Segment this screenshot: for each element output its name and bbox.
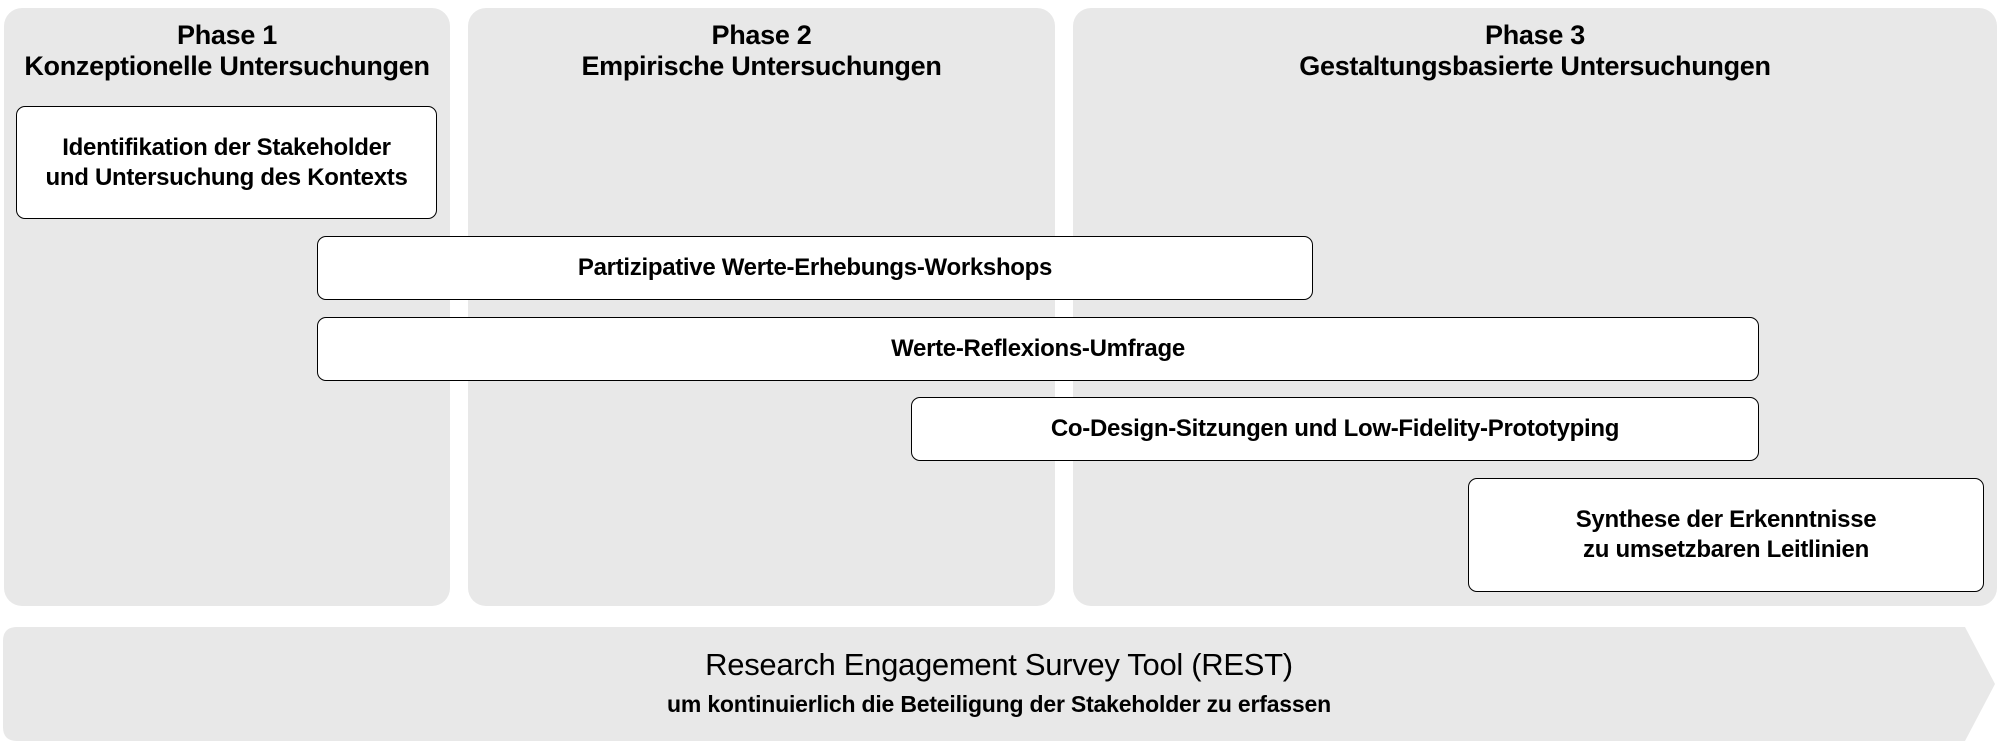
rest-subtitle: um kontinuierlich die Beteiligung der St… [667,691,1331,717]
phase-2-label: Phase 2 [711,20,812,50]
activity-co-design: Co-Design-Sitzungen und Low-Fidelity-Pro… [911,397,1759,461]
activity-reflection-survey: Werte-Reflexions-Umfrage [317,317,1759,381]
activity-reflection-survey-label: Werte-Reflexions-Umfrage [891,335,1185,362]
activity-synthesis: Synthese der Erkenntnisse zu umsetzbaren… [1468,478,1984,592]
phase-1-label: Phase 1 [177,20,277,50]
rest-banner: Research Engagement Survey Tool (REST) u… [3,627,1995,741]
phase-3-header: Phase 3 Gestaltungsbasierte Untersuchung… [1073,20,1997,82]
phase-1-panel: Phase 1 Konzeptionelle Untersuchungen [4,8,450,606]
activity-co-design-label: Co-Design-Sitzungen und Low-Fidelity-Pro… [1050,415,1620,442]
activity-workshops: Partizipative Werte-Erhebungs-Workshops [317,236,1313,300]
phase-3-title: Gestaltungsbasierte Untersuchungen [1299,51,1771,81]
activity-stakeholder-line-1: Identifikation der Stakeholder [62,133,391,161]
phase-2-title: Empirische Untersuchungen [581,51,942,81]
phase-1-header: Phase 1 Konzeptionelle Untersuchungen [4,20,450,82]
activity-stakeholder-identification: Identifikation der Stakeholder und Unter… [16,106,437,219]
phase-1-title: Konzeptionelle Untersuchungen [24,51,430,81]
rest-arrow-shape [3,627,1995,741]
phase-3-label: Phase 3 [1485,20,1585,50]
phase-2-header: Phase 2 Empirische Untersuchungen [468,20,1055,82]
activity-stakeholder-line-2: und Untersuchung des Kontexts [45,163,408,191]
phase-2-panel: Phase 2 Empirische Untersuchungen [468,8,1055,606]
rest-title: Research Engagement Survey Tool (REST) [705,647,1293,682]
activity-synthesis-line-1: Synthese der Erkenntnisse [1575,506,1877,533]
activity-synthesis-line-2: zu umsetzbaren Leitlinien [1583,536,1869,563]
activity-workshops-label: Partizipative Werte-Erhebungs-Workshops [577,254,1053,281]
